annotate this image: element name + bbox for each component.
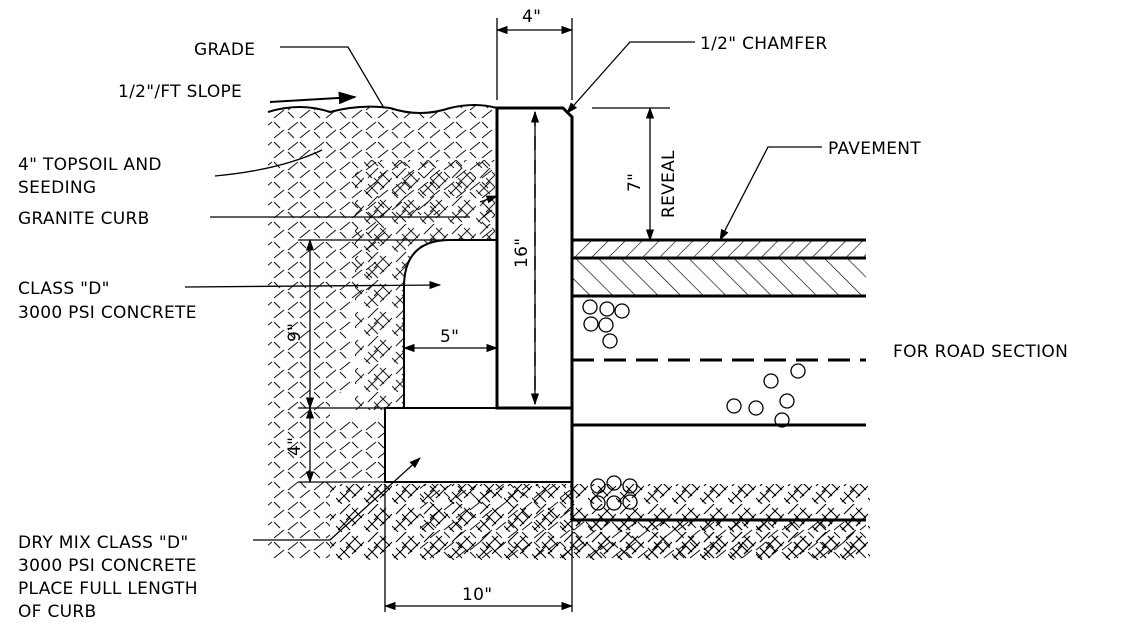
dim-top-width: 4" [522, 7, 541, 27]
pavement-layers [570, 238, 866, 522]
label-drymix-2: 3000 PSI CONCRETE [18, 556, 197, 576]
dimension-footing-width [383, 484, 574, 612]
label-granite-curb: GRANITE CURB [18, 209, 150, 229]
label-road-section: FOR ROAD SECTION [893, 342, 1068, 362]
dimension-top-width [495, 18, 574, 100]
dimension-reveal [592, 106, 670, 242]
dimension-footing-height [298, 406, 385, 484]
label-slope: 1/2"/FT SLOPE [118, 82, 242, 102]
dim-backing-height: 9" [285, 323, 305, 342]
label-chamfer: 1/2" CHAMFER [700, 34, 827, 54]
label-topsoil-1: 4" TOPSOIL AND [18, 155, 162, 175]
label-drymix-4: OF CURB [18, 602, 96, 622]
dim-curb-height: 16" [512, 238, 532, 268]
labels: GRADE 1/2"/FT SLOPE 4" TOPSOIL AND SEEDI… [18, 7, 1068, 622]
dim-reveal-value: 7" [625, 173, 645, 192]
dim-reveal-word: REVEAL [659, 150, 679, 218]
dim-backing-width: 5" [440, 327, 459, 347]
label-topsoil-2: SEEDING [18, 178, 96, 198]
concrete-footing [384, 407, 573, 483]
dim-footing-height: 4" [285, 437, 305, 456]
concrete-backing [403, 239, 498, 409]
dim-footing-width: 10" [462, 585, 492, 605]
grade-line [267, 104, 498, 114]
label-drymix-3: PLACE FULL LENGTH [18, 579, 198, 599]
label-concrete-1: CLASS "D" [18, 279, 110, 299]
label-pavement: PAVEMENT [828, 139, 921, 159]
label-concrete-2: 3000 PSI CONCRETE [18, 303, 197, 323]
label-grade: GRADE [194, 40, 255, 60]
leaders [184, 41, 822, 541]
label-drymix-1: DRY MIX CLASS "D" [18, 533, 189, 553]
